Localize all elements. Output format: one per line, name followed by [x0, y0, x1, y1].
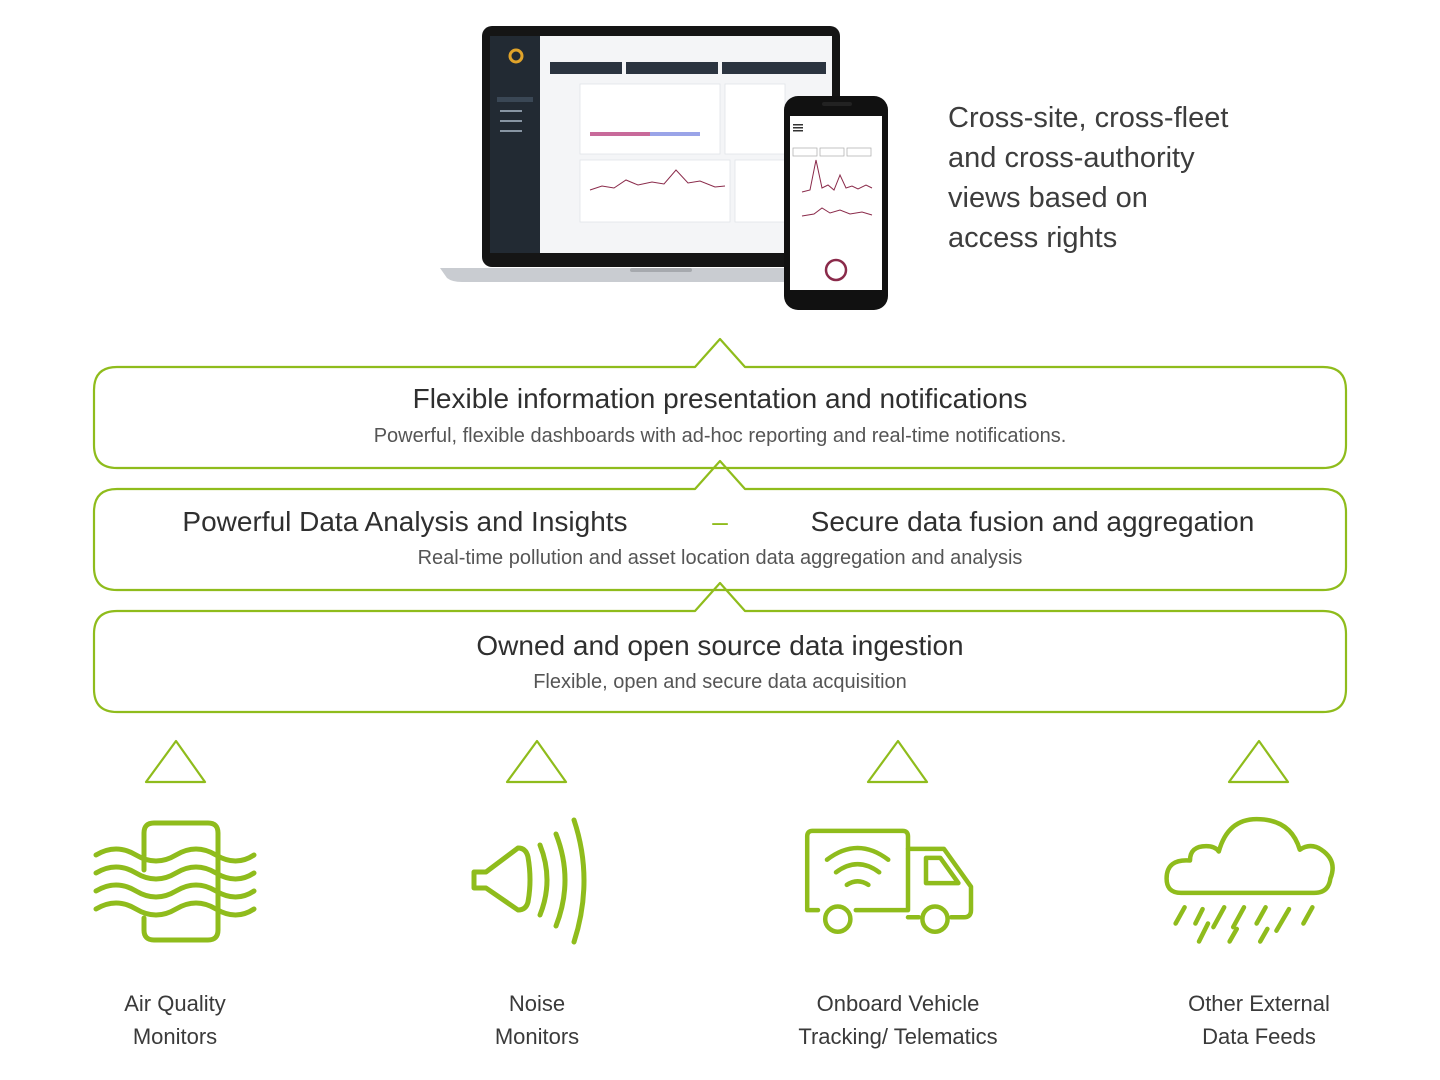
dashboard-sidebar: [490, 36, 540, 253]
source-label-line: Data Feeds: [1202, 1024, 1316, 1049]
analysis-layer-box: [92, 459, 1348, 592]
access-rights-caption: Cross-site, cross-fleet and cross-author…: [948, 98, 1278, 258]
source-label-air-quality: Air Quality Monitors: [45, 987, 305, 1053]
ingestion-layer-box: [92, 581, 1348, 714]
source-label-line: Other External: [1188, 991, 1330, 1016]
presentation-layer-title: Flexible information presentation and no…: [412, 383, 1028, 414]
arrow-up-noise-icon: [505, 739, 568, 784]
truck-icon: [804, 828, 974, 934]
presentation-layer-subtitle: Powerful, flexible dashboards with ad-ho…: [373, 425, 1067, 447]
analysis-layer-title-right: Secure data fusion and aggregation: [810, 506, 1255, 537]
arrow-up-air-quality-icon: [144, 739, 207, 784]
source-label-noise: Noise Monitors: [407, 987, 667, 1053]
air-quality-icon: [93, 820, 257, 943]
source-label-line: Noise: [508, 991, 566, 1016]
access-rights-line: and cross-authority: [948, 142, 1195, 174]
analysis-layer-title-left: Powerful Data Analysis and Insights: [182, 506, 628, 537]
noise-icon: [471, 817, 587, 945]
source-label-line: Tracking/ Telematics: [798, 1024, 998, 1049]
ingestion-layer-subtitle: Flexible, open and secure data acquisiti…: [533, 671, 907, 693]
source-label-line: Monitors: [494, 1024, 580, 1049]
source-label-line: Monitors: [132, 1024, 218, 1049]
ingestion-layer-title: Owned and open source data ingestion: [476, 630, 964, 661]
access-rights-line: access rights: [948, 222, 1118, 254]
source-label-line: Air Quality: [124, 991, 226, 1016]
source-label-external: Other External Data Feeds: [1129, 987, 1389, 1053]
arrow-up-truck-icon: [866, 739, 929, 784]
analysis-layer-separator: –: [712, 506, 728, 537]
dashboard-devices-illustration: [440, 26, 888, 310]
access-rights-line: Cross-site, cross-fleet: [948, 102, 1229, 134]
source-label-vehicle: Onboard Vehicle Tracking/ Telematics: [768, 987, 1028, 1053]
analysis-layer-subtitle: Real-time pollution and asset location d…: [417, 547, 1023, 569]
cloud-rain-icon: [1164, 816, 1335, 944]
arrow-up-cloud-icon: [1227, 739, 1290, 784]
access-rights-line: views based on: [948, 182, 1148, 214]
source-label-line: Onboard Vehicle: [816, 991, 980, 1016]
presentation-layer-box: [92, 337, 1348, 470]
